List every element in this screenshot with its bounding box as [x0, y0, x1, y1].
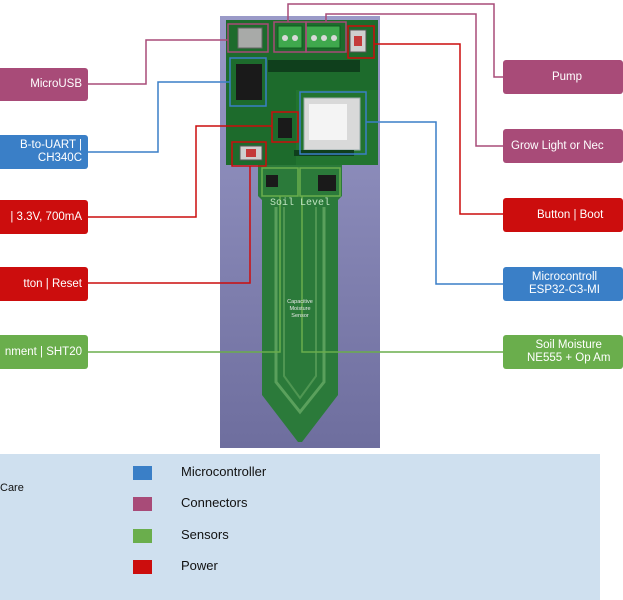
legend-label-microcontroller: Microcontroller — [181, 464, 267, 479]
label-power-regulator: | 3.3V, 700mA — [0, 200, 88, 234]
probe-trace-inner — [283, 205, 317, 400]
box-soil — [299, 167, 341, 197]
box-boot — [347, 25, 375, 59]
label-text: tton | Reset — [23, 277, 82, 290]
ch340c-chip — [236, 64, 262, 100]
label-soil-moisture: Soil Moisture NE555 + Op Am — [503, 335, 623, 369]
legend-fragment-text: Care — [0, 482, 24, 494]
legend-label-connectors: Connectors — [181, 495, 248, 510]
box-power — [271, 111, 299, 143]
label-text: B-to-UART | CH340C — [20, 139, 82, 164]
label-pump: Pump — [503, 60, 623, 94]
line-light — [325, 13, 503, 147]
box-reset — [231, 141, 267, 167]
pump-terminal-block — [277, 25, 303, 49]
ic-ne555 — [318, 175, 336, 191]
boot-button-cap — [354, 36, 362, 46]
probe-label-strip — [262, 197, 338, 207]
usb-connector — [237, 27, 263, 49]
legend-swatch-power — [133, 560, 152, 574]
label-sht20: nment | SHT20 — [0, 335, 88, 369]
line-mcu — [366, 121, 503, 285]
label-usb-to-uart: B-to-UART | CH340C — [0, 135, 88, 169]
label-text: nment | SHT20 — [4, 345, 82, 358]
esp32-shield — [309, 104, 347, 140]
sensor-text-line-2: Moisture — [289, 306, 310, 312]
label-text: Pump — [551, 70, 583, 83]
line-microusb — [88, 39, 228, 85]
board-diagram: Soil Level Capacitive Moisture Sensor — [88, 3, 503, 442]
label-text: Button | Boot — [537, 208, 604, 221]
legend-swatch-sensors — [133, 529, 152, 543]
label-text: Microcontroll ESP32-C3-MI — [529, 271, 600, 296]
line-uart — [88, 81, 230, 153]
line-power — [88, 125, 272, 218]
line-boot — [374, 43, 503, 215]
pcb-probe — [258, 165, 342, 442]
label-microusb: MicroUSB — [0, 68, 88, 101]
box-mcu — [299, 91, 367, 155]
legend-swatch-connectors — [133, 497, 152, 511]
box-usb — [227, 23, 269, 53]
line-sht20 — [88, 196, 281, 353]
ic-small — [266, 175, 278, 187]
sensor-text-line-3: Sensor — [291, 313, 309, 319]
line-soil — [301, 196, 503, 353]
legend-swatch-microcontroller — [133, 466, 152, 480]
silkscreen-soil-level: Soil Level — [270, 197, 330, 209]
label-boot-button: Button | Boot — [503, 198, 623, 232]
terminal-screw — [282, 35, 288, 41]
regulator — [278, 118, 292, 138]
label-reset-button: tton | Reset — [0, 267, 88, 301]
terminal-screw — [311, 35, 317, 41]
legend-label-power: Power — [181, 558, 218, 573]
leader-lines — [88, 3, 503, 353]
components — [236, 25, 367, 191]
probe-trace-outer — [274, 205, 326, 415]
pin-header — [268, 60, 360, 72]
header-strip — [294, 150, 354, 156]
legend-label-sensors: Sensors — [181, 527, 229, 542]
label-grow-light: Grow Light or Nec — [503, 129, 623, 163]
reset-button-cap — [246, 149, 256, 157]
sensor-text-line-1: Capacitive — [287, 299, 313, 305]
terminal-screw — [292, 35, 298, 41]
highlight-boxes — [227, 21, 375, 197]
terminal-screw — [331, 35, 337, 41]
label-text: | 3.3V, 700mA — [10, 210, 82, 223]
line-pump — [287, 3, 503, 78]
line-reset — [88, 166, 251, 284]
label-text: Soil Moisture NE555 + Op Am — [527, 339, 611, 364]
legend-panel: Care Microcontroller Connectors Sensors … — [0, 454, 600, 600]
label-text: Grow Light or Nec — [511, 139, 604, 152]
label-text: MicroUSB — [30, 78, 82, 90]
terminal-screw — [321, 35, 327, 41]
label-microcontroller: Microcontroll ESP32-C3-MI — [503, 267, 623, 301]
